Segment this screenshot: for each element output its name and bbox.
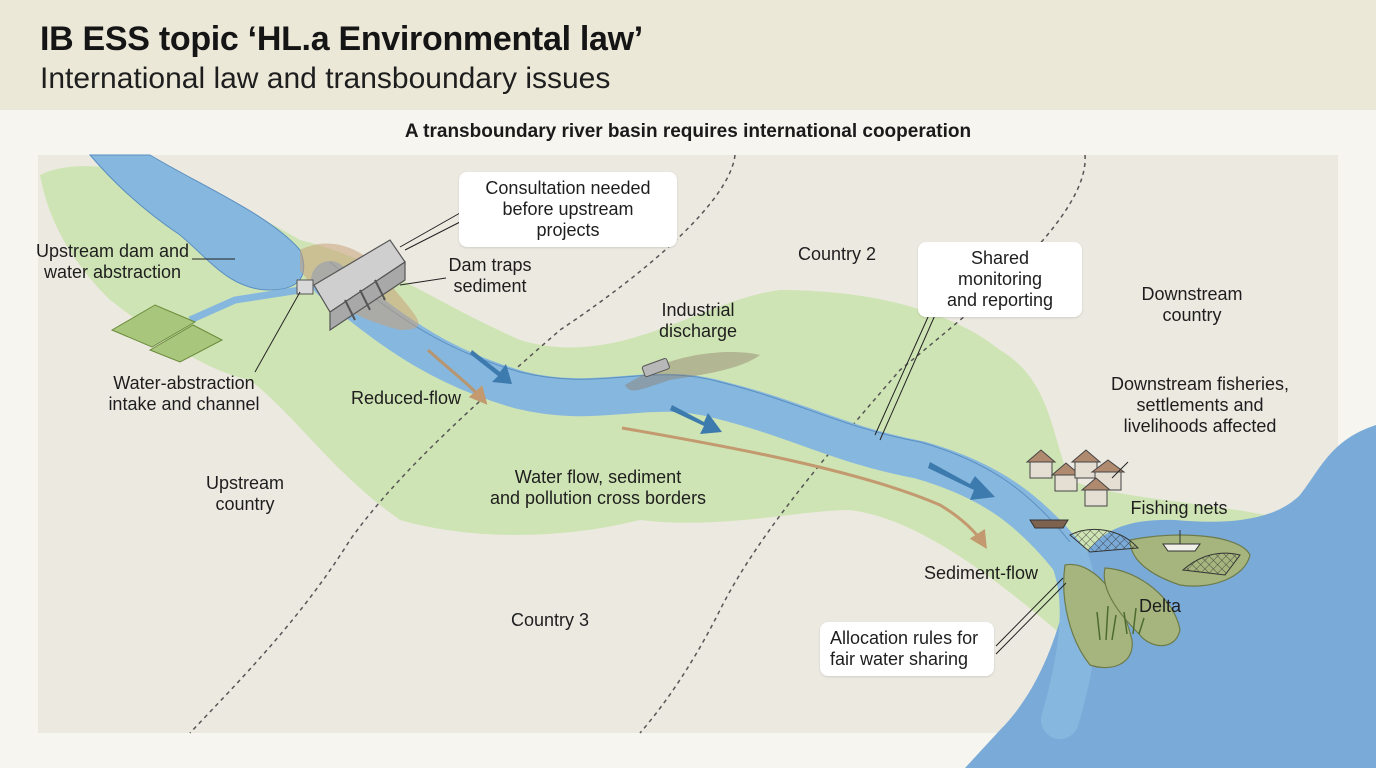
diagram-heading: A transboundary river basin requires int… xyxy=(404,121,972,142)
page-title: IB ESS topic ‘HL.a Environmental law’ xyxy=(40,20,643,58)
callout-consultation: Consultation needed before upstream proj… xyxy=(459,172,677,247)
river-edge xyxy=(329,261,1071,543)
region-country-3: Country 3 xyxy=(510,610,590,630)
sediment-flow-arrow xyxy=(621,426,987,550)
label-sediment-flow: Sediment-flow xyxy=(923,563,1039,583)
abstraction-channel xyxy=(188,286,301,324)
flow-arrow-icon xyxy=(470,350,995,500)
intake-icon xyxy=(296,279,314,295)
region-country-2: Country 2 xyxy=(797,244,877,264)
border-country2-west xyxy=(189,154,736,734)
label-fishing-nets: Fishing nets xyxy=(1130,498,1228,518)
label-upstream-dam: Upstream dam and water abstraction xyxy=(35,241,190,282)
region-upstream-country: Upstream country xyxy=(205,473,285,514)
net-icon xyxy=(1069,528,1241,576)
pipe-icon xyxy=(641,357,670,378)
region-delta: Delta xyxy=(1138,596,1182,616)
reed-icon xyxy=(1096,605,1145,641)
reduced-flow-arrow xyxy=(426,348,488,405)
leader-lines xyxy=(192,212,1129,655)
label-industrial-discharge: Industrial discharge xyxy=(658,300,738,341)
label-reduced-flow: Reduced-flow xyxy=(350,388,462,408)
label-abstraction-intake: Water-abstraction intake and channel xyxy=(108,373,260,414)
river xyxy=(311,261,1098,739)
house-icon xyxy=(1025,449,1126,507)
label-cross-borders: Water flow, sediment and pollution cross… xyxy=(489,467,707,508)
dam-icon xyxy=(313,239,406,332)
boat-icon xyxy=(1029,519,1201,552)
field-icon xyxy=(110,304,224,363)
callout-allocation: Allocation rules for fair water sharing xyxy=(820,622,994,676)
discharge-plume xyxy=(625,352,760,391)
region-downstream-country: Downstream country xyxy=(1141,284,1243,325)
header-band xyxy=(0,0,1376,110)
page-subtitle: International law and transboundary issu… xyxy=(40,62,611,95)
callout-monitoring: Shared monitoring and reporting xyxy=(918,242,1082,317)
label-dam-traps-sediment: Dam traps sediment xyxy=(448,255,532,296)
reservoir xyxy=(88,154,305,291)
label-downstream-affected: Downstream fisheries, settlements and li… xyxy=(1110,374,1290,436)
